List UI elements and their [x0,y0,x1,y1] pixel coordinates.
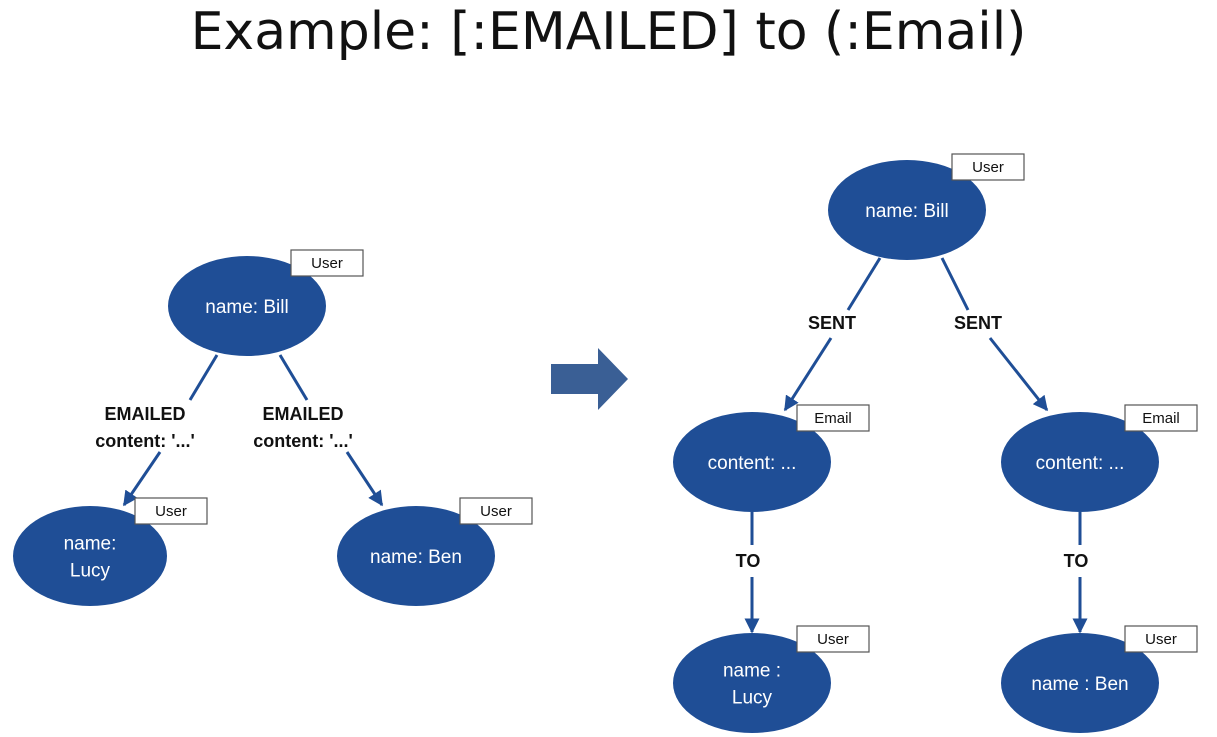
left-node-bill: name: Bill User [168,249,364,356]
edge-label: EMAILED [105,404,186,424]
node-property: content: ... [708,453,797,474]
right-node-email2: content: ... Email [1001,404,1198,512]
node-label: Email [1142,410,1180,427]
slide-title: Example: [:EMAILED] to (:Email) [190,2,1027,62]
right-node-bill: name: Bill User [828,153,1025,260]
node-label: User [1145,631,1177,648]
edge-arrow [783,337,833,412]
edge-label: TO [1064,551,1089,571]
node-label-box [290,249,364,277]
node-property: content: ... [1036,453,1125,474]
node-ellipse [337,506,495,606]
node-property: name: Bill [205,297,288,318]
edge-label: EMAILED [263,404,344,424]
edge-arrow [988,337,1049,412]
edge-label: SENT [954,313,1002,333]
node-property: Lucy [70,561,111,582]
node-property: name: Bill [865,201,948,222]
node-ellipse [13,506,167,606]
edge-line [278,354,309,401]
right-edge-email1-lucy: TO [736,512,761,634]
edge-label: content: '...' [253,431,353,451]
node-label-box [796,625,870,653]
left-node-ben: name: Ben User [337,497,533,606]
edge-line [188,354,219,401]
node-ellipse [1001,633,1159,733]
node-property: name: [64,534,117,555]
edge-line [940,257,970,311]
node-label-box [134,497,208,525]
node-label: User [480,503,512,520]
node-label: User [817,631,849,648]
node-label: User [311,255,343,272]
right-node-ben: name : Ben User [1001,625,1198,733]
edge-line [846,257,882,311]
node-label: User [155,503,187,520]
node-ellipse [828,160,986,260]
node-label-box [796,404,870,432]
node-label-box [951,153,1025,181]
right-edge-bill-email1: SENT [783,257,882,412]
node-property: Lucy [732,688,773,709]
edge-label: content: '...' [95,431,195,451]
left-node-lucy: name: Lucy User [13,497,208,606]
node-label: Email [814,410,852,427]
node-label-box [1124,625,1198,653]
node-property: name: Ben [370,547,462,568]
node-ellipse [1001,412,1159,512]
node-property: name : Ben [1031,674,1128,695]
node-label-box [459,497,533,525]
node-label-box [1124,404,1198,432]
node-ellipse [673,633,831,733]
edge-arrow [345,451,384,507]
transform-arrow-icon [551,348,628,410]
right-node-lucy: name : Lucy User [673,625,870,733]
edge-label: SENT [808,313,856,333]
right-edge-bill-email2: SENT [940,257,1049,412]
left-edge-bill-lucy: EMAILED content: '...' [95,354,219,507]
left-edge-bill-ben: EMAILED content: '...' [253,354,384,507]
node-label: User [972,159,1004,176]
edge-label: TO [736,551,761,571]
node-ellipse [673,412,831,512]
right-node-email1: content: ... Email [673,404,870,512]
node-ellipse [168,256,326,356]
right-edge-email2-ben: TO [1064,512,1089,634]
edge-arrow [122,451,162,507]
node-property: name : [723,661,781,682]
